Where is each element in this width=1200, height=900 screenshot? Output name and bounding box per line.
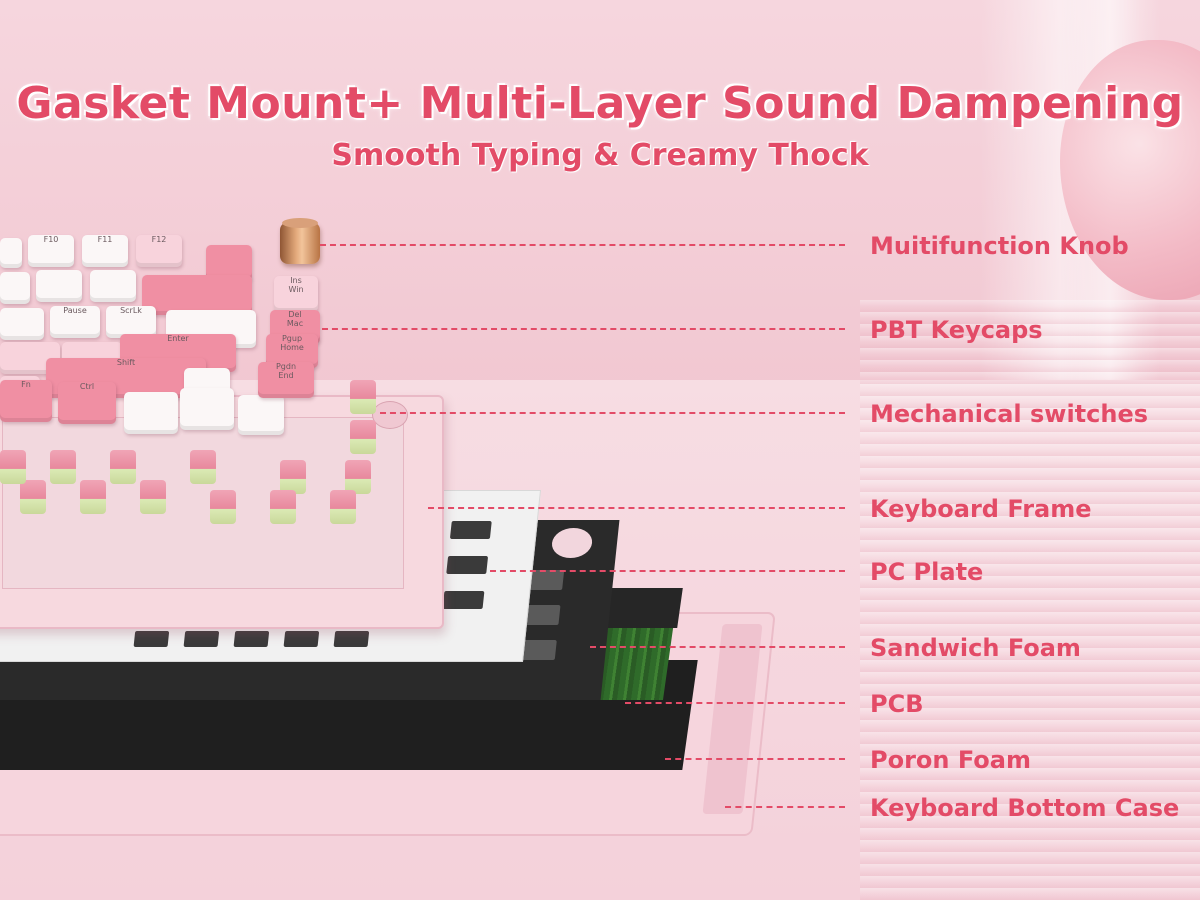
callout-line-frame (428, 507, 845, 510)
keycap (180, 388, 234, 430)
mechanical-switch (350, 380, 376, 414)
multifunction-knob (280, 218, 320, 264)
keycap-legend: Del (288, 310, 302, 319)
keycap: Fn (0, 380, 52, 422)
callout-line-poron-foam (665, 758, 845, 761)
label-bottom-case: Keyboard Bottom Case (870, 794, 1180, 822)
callout-line-sandwich-foam (590, 646, 845, 649)
mechanical-switch (345, 460, 371, 494)
keycap: F11 (82, 235, 128, 267)
keycap: F12 (136, 235, 182, 267)
callout-line-knob (320, 244, 845, 247)
keycap-legend: Mac (286, 319, 304, 328)
label-frame: Keyboard Frame (870, 495, 1092, 523)
label-knob: Muitifunction Knob (870, 232, 1129, 260)
keycap: F10 (28, 235, 74, 267)
keycap: Ctrl (58, 382, 116, 424)
keycap-legend: F11 (97, 235, 113, 244)
keycap (0, 308, 44, 340)
keycap (0, 238, 22, 268)
keycap-legend: Pgdn (275, 362, 297, 371)
callout-line-pcb (625, 702, 845, 705)
label-keycaps: PBT Keycaps (870, 316, 1043, 344)
callout-line-switches (380, 412, 845, 415)
keycap: Pause (50, 306, 100, 338)
mechanical-switch (350, 420, 376, 454)
keycap-legend: Win (288, 285, 304, 294)
mechanical-switch (190, 450, 216, 484)
keycap-legend: Pause (63, 306, 87, 315)
label-pcb: PCB (870, 690, 924, 718)
keycap (238, 395, 284, 435)
keycap-legend: F10 (43, 235, 59, 244)
mechanical-switch (110, 450, 136, 484)
water-reflection (860, 300, 1200, 900)
keycap-legend: Ctrl (79, 382, 95, 391)
keycap (36, 270, 82, 302)
keycap (142, 275, 252, 315)
keycap (0, 272, 30, 304)
keycap-legend: ScrLk (120, 306, 142, 315)
mechanical-switch (20, 480, 46, 514)
keycap-legend: Home (280, 343, 304, 352)
mechanical-switch (330, 490, 356, 524)
callout-line-bottom-case (725, 806, 845, 809)
switches-layer (0, 380, 400, 530)
mechanical-switch (280, 460, 306, 494)
subtitle: Smooth Typing & Creamy Thock (331, 138, 869, 173)
keycap-legend: Fn (21, 380, 31, 389)
keycap (90, 270, 136, 302)
callout-line-pc-plate (490, 570, 845, 573)
label-pc-plate: PC Plate (870, 558, 984, 586)
mechanical-switch (50, 450, 76, 484)
mechanical-switch (0, 450, 26, 484)
keycap-legend: Shift (116, 358, 136, 367)
mechanical-switch (140, 480, 166, 514)
keycap-legend: Ins (290, 276, 302, 285)
mechanical-switch (80, 480, 106, 514)
keycap (124, 392, 178, 434)
keycap-legend: Enter (167, 334, 189, 343)
mechanical-switch (210, 490, 236, 524)
keycap-legend: Pgup (281, 334, 303, 343)
main-title: Gasket Mount+ Multi-Layer Sound Dampenin… (16, 78, 1184, 129)
callout-line-keycaps (322, 328, 845, 331)
keycap-legend: End (278, 371, 294, 380)
label-switches: Mechanical switches (870, 400, 1149, 428)
keycap: ScrLk (106, 306, 156, 338)
label-poron-foam: Poron Foam (870, 746, 1031, 774)
keycap-legend: F12 (151, 235, 167, 244)
keycaps-layer: F10 F11 F12 Pause ScrLk Enter Shift Fn C… (0, 230, 330, 450)
label-sandwich-foam: Sandwich Foam (870, 634, 1081, 662)
mechanical-switch (270, 490, 296, 524)
